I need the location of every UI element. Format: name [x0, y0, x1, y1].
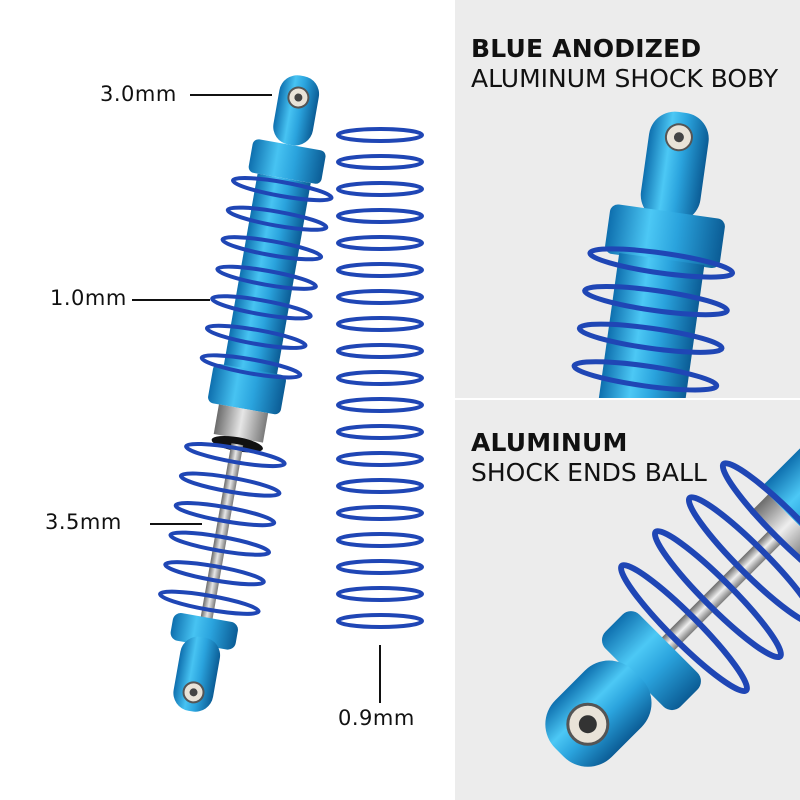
callout-shaft-leader [150, 523, 202, 525]
callout-loose-spring: 0.9mm [338, 706, 415, 730]
feature-panel-body: BLUE ANODIZED ALUMINUM SHOCK BOBY [455, 0, 800, 400]
feature-body-subline: ALUMINUM SHOCK BOBY [471, 64, 779, 93]
feature-ends-subline: SHOCK ENDS BALL [471, 458, 707, 487]
callout-spring-wire: 1.0mm [50, 286, 127, 310]
shock-absorber-illustration [158, 75, 424, 712]
shock-end-closeup [545, 402, 800, 767]
callout-top-eye-leader [190, 94, 272, 96]
feature-body-headline: BLUE ANODIZED [471, 34, 702, 63]
feature-ends-headline: ALUMINUM [471, 428, 628, 457]
panel-divider [455, 398, 800, 401]
callout-top-eye: 3.0mm [100, 82, 177, 106]
product-overview-panel: 3.0mm 1.0mm 3.5mm 0.9mm [45, 75, 424, 730]
shock-body-closeup [571, 111, 736, 400]
callout-loose-spring-leader [379, 645, 381, 703]
callout-shaft: 3.5mm [45, 510, 122, 534]
feature-panel-ends: ALUMINUM SHOCK ENDS BALL [455, 400, 800, 800]
callout-spring-wire-leader [132, 299, 210, 301]
